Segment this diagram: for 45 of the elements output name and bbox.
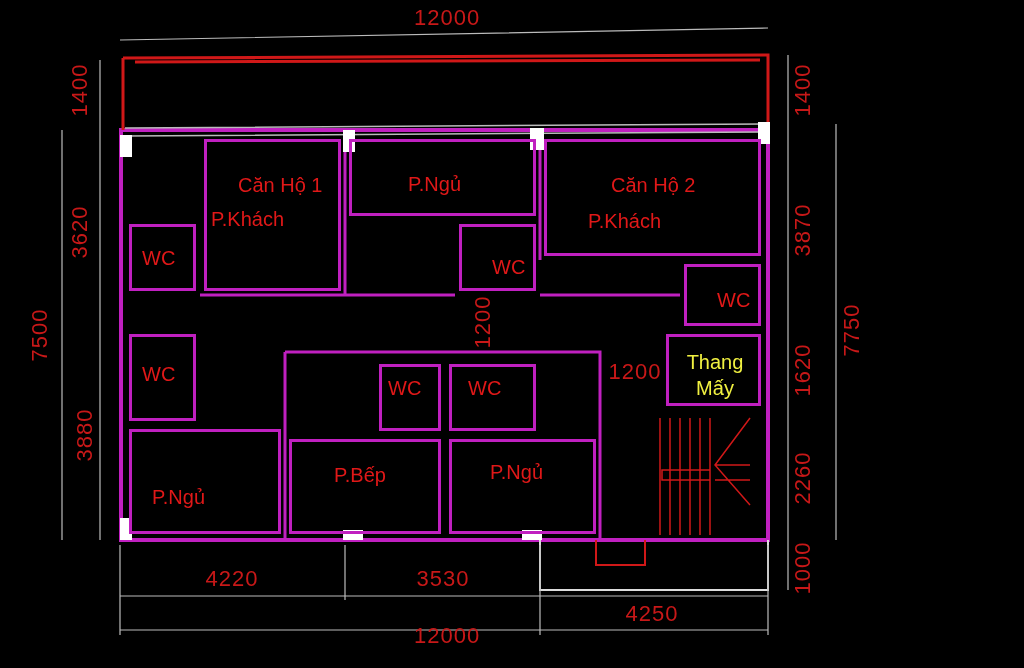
room-label: P.Ngủ [490,461,543,484]
room-outline [449,364,536,431]
room-label: P.Khách [588,210,662,233]
room-label: WC [388,377,422,400]
room-label: P.Bếp [334,464,386,487]
dimension-label: 1400 [790,63,816,117]
dimension-label: 7500 [27,308,53,362]
room-outline [459,224,536,291]
room-outline [129,429,281,534]
room-label: WC [468,377,502,400]
room-outline [204,139,341,291]
room-label: Căn Hộ 2 [611,174,696,197]
dimension-label: 3880 [72,408,98,462]
room-outline [129,224,196,291]
room-label: WC [492,256,526,279]
dimension-label: 3620 [67,205,93,259]
room-label: P.Ngủ [152,486,205,509]
room-label: WC [142,363,176,386]
dimension-label: 12000 [414,623,481,649]
room-outline [379,364,441,431]
dimension-label: 3530 [416,566,470,592]
dimension-label: 7750 [839,303,865,357]
dimension-label: 1200 [470,295,496,349]
elevator-shaft [666,334,761,406]
room-label: Căn Hộ 1 [238,174,323,197]
dimension-label: 1200 [608,359,662,385]
elevator-label: Thang Mấy [685,350,745,401]
room-label: P.Khách [211,208,285,231]
room-outline [349,139,536,216]
room-label: WC [142,247,176,270]
room-label: P.Ngủ [408,173,461,196]
dimension-label: 3870 [790,203,816,257]
dimension-label: 1620 [790,343,816,397]
room-outline [449,439,596,534]
dimension-label: 1000 [790,541,816,595]
room-outline [684,264,761,326]
room-label: WC [717,289,751,312]
dimension-label: 12000 [414,5,481,31]
dimension-label: 2260 [790,451,816,505]
room-outline [129,334,196,421]
room-outline [289,439,441,534]
dimension-label: 4220 [205,566,259,592]
room-outline [544,139,761,256]
dimension-label: 1400 [67,63,93,117]
dimension-label: 4250 [625,601,679,627]
